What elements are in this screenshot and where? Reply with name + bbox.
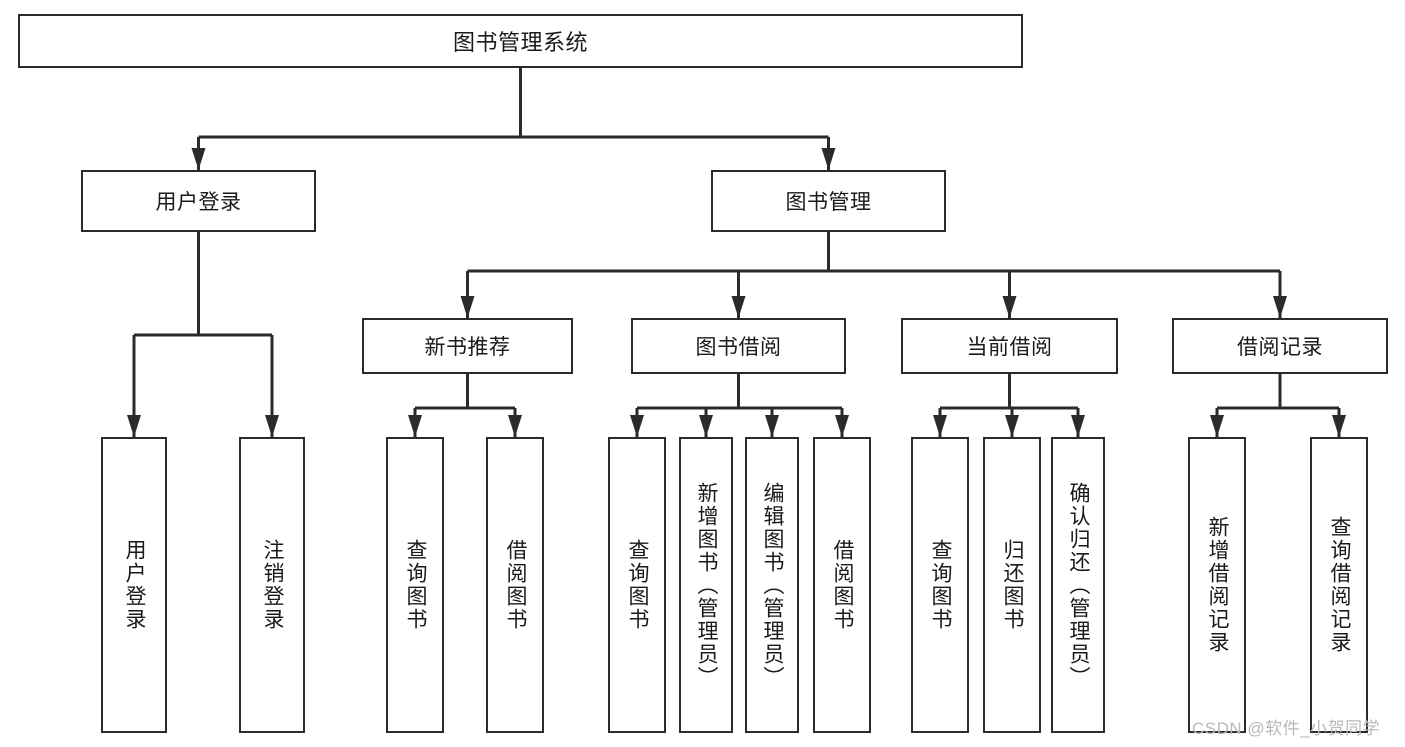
tree-node-current[interactable]: 当前借阅 — [901, 318, 1118, 374]
tree-node-leaf-8[interactable]: 借阅图书 — [813, 437, 871, 733]
tree-node-label: 注销登录 — [261, 539, 285, 631]
tree-node-label: 编辑图书（管理员） — [761, 481, 785, 689]
tree-node-label: 借阅图书 — [831, 539, 855, 631]
tree-node-label: 归还图书 — [1001, 539, 1025, 631]
tree-node-login[interactable]: 用户登录 — [81, 170, 316, 232]
tree-node-label: 用户登录 — [155, 191, 242, 214]
tree-node-label: 查询图书 — [626, 539, 650, 631]
tree-node-leaf-13[interactable]: 查询借阅记录 — [1310, 437, 1368, 733]
tree-node-leaf-7[interactable]: 编辑图书（管理员） — [745, 437, 799, 733]
tree-node-borrow[interactable]: 图书借阅 — [631, 318, 846, 374]
tree-node-leaf-11[interactable]: 确认归还（管理员） — [1051, 437, 1105, 733]
tree-node-leaf-2[interactable]: 注销登录 — [239, 437, 305, 733]
watermark: CSDN @软件_小贺同学 — [1192, 719, 1381, 738]
tree-node-label: 查询借阅记录 — [1328, 516, 1352, 654]
tree-node-leaf-1[interactable]: 用户登录 — [101, 437, 167, 733]
tree-node-label: 新增借阅记录 — [1206, 516, 1230, 654]
tree-node-label: 确认归还（管理员） — [1067, 481, 1091, 689]
tree-node-label: 当前借阅 — [966, 336, 1053, 359]
tree-node-leaf-5[interactable]: 查询图书 — [608, 437, 666, 733]
tree-node-leaf-12[interactable]: 新增借阅记录 — [1188, 437, 1246, 733]
tree-node-label: 借阅图书 — [504, 539, 528, 631]
tree-node-label: 图书管理 — [785, 191, 872, 214]
tree-node-records[interactable]: 借阅记录 — [1172, 318, 1388, 374]
tree-node-leaf-9[interactable]: 查询图书 — [911, 437, 969, 733]
tree-node-label: 查询图书 — [404, 539, 428, 631]
tree-node-label: 查询图书 — [929, 539, 953, 631]
tree-node-label: 借阅记录 — [1237, 336, 1323, 359]
tree-node-leaf-3[interactable]: 查询图书 — [386, 437, 444, 733]
tree-node-label: 图书借阅 — [695, 336, 782, 359]
tree-node-bookmgmt[interactable]: 图书管理 — [711, 170, 946, 232]
tree-node-newbook[interactable]: 新书推荐 — [362, 318, 573, 374]
tree-node-label: 图书管理系统 — [452, 30, 588, 55]
tree-node-root[interactable]: 图书管理系统 — [18, 14, 1023, 68]
tree-node-label: 用户登录 — [123, 539, 147, 631]
tree-node-leaf-10[interactable]: 归还图书 — [983, 437, 1041, 733]
tree-node-leaf-4[interactable]: 借阅图书 — [486, 437, 544, 733]
tree-node-label: 新书推荐 — [424, 336, 511, 359]
tree-node-leaf-6[interactable]: 新增图书（管理员） — [679, 437, 733, 733]
tree-node-label: 新增图书（管理员） — [695, 481, 719, 689]
